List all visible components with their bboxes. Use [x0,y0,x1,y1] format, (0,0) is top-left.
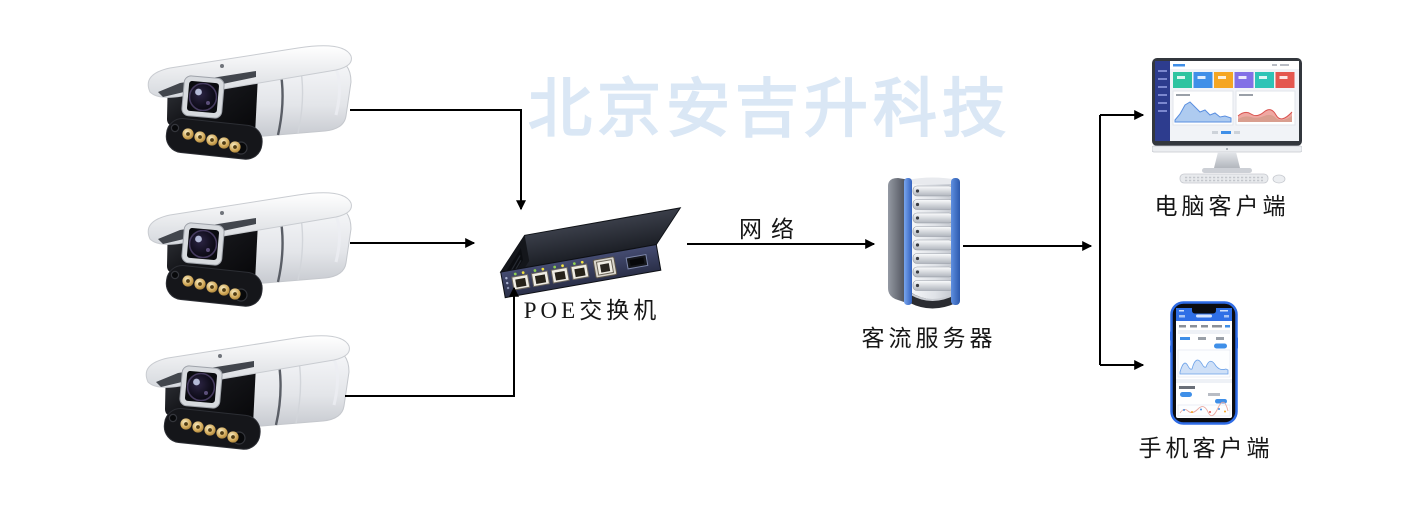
label-server: 客流服务器 [861,326,997,351]
label-poe-switch: POE交换机 [523,298,661,323]
node-pc-client [1152,58,1302,186]
desktop-monitor-icon [1152,58,1302,186]
node-mobile-client [1170,301,1238,425]
smartphone-icon [1170,301,1238,425]
security-camera-icon [138,326,350,454]
security-camera-icon [140,183,352,311]
node-camera-1 [140,36,352,164]
edge-camera3-to-switch [345,286,519,397]
company-watermark: 北京安吉升科技 [528,73,1011,145]
label-pc-client: 电脑客户端 [1154,194,1290,219]
node-poe-switch [492,206,692,301]
poe-switch-icon [492,206,692,301]
server-tower-icon [884,172,968,312]
label-mobile-client: 手机客户端 [1138,436,1274,461]
node-server [884,172,968,312]
security-camera-icon [140,36,352,164]
label-network: 网络 [739,217,803,242]
node-camera-2 [140,183,352,311]
edge-camera1-to-switch [350,109,526,211]
node-camera-3 [138,326,350,454]
